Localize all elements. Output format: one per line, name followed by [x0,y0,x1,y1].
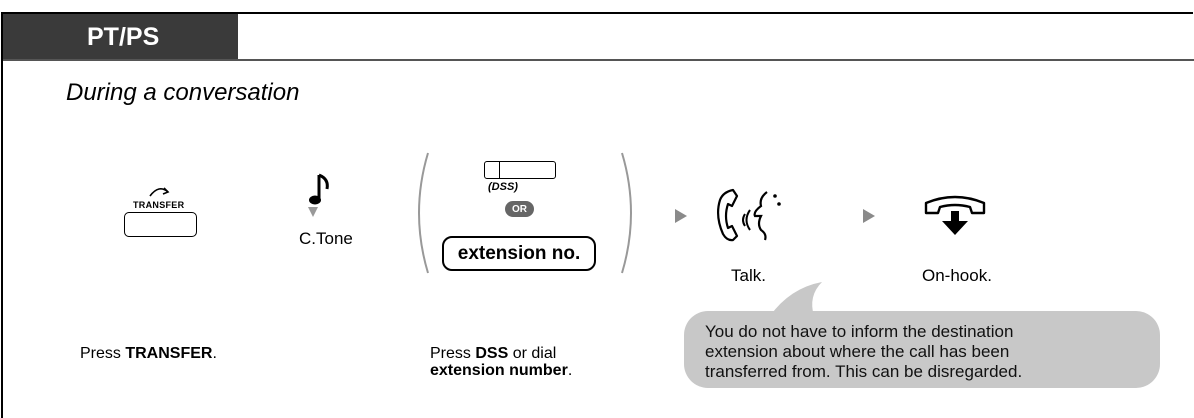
music-note-icon [308,173,329,217]
header-divider [3,59,1194,61]
arrow-right-icon [675,209,687,223]
callout-line-1: You do not have to inform the destinatio… [705,322,1014,341]
caption-press-dss: Press DSS or dial extension number. [430,345,573,379]
talk-handset-icon [716,188,781,242]
note-callout: You do not have to inform the destinatio… [684,311,1160,388]
arrow-right-icon [863,209,875,223]
caption-press-transfer: Press TRANSFER. [80,345,217,362]
onhook-label: On-hook. [922,266,992,285]
talk-label: Talk. [731,266,766,285]
diagram-frame [1,12,1193,418]
transfer-key-label: TRANSFER [133,200,185,210]
dss-key-icon [484,161,556,179]
subtitle: During a conversation [66,79,300,106]
transfer-arrow-icon [149,187,170,197]
callout-line-3: transferred from. This can be disregarde… [705,362,1023,381]
transfer-key-icon [124,212,197,237]
header-tab: PT/PS [3,14,238,60]
onhook-handset-icon [924,195,986,235]
callout-tail [770,282,822,316]
callout-line-2: extension about where the call has been [705,342,1010,361]
extension-number-box: extension no. [442,236,596,271]
tone-label: C.Tone [299,229,353,248]
or-badge: OR [505,201,534,217]
header-title: PT/PS [87,22,160,51]
dss-label: (DSS) [488,181,518,193]
option-bracket-icon [418,152,632,274]
